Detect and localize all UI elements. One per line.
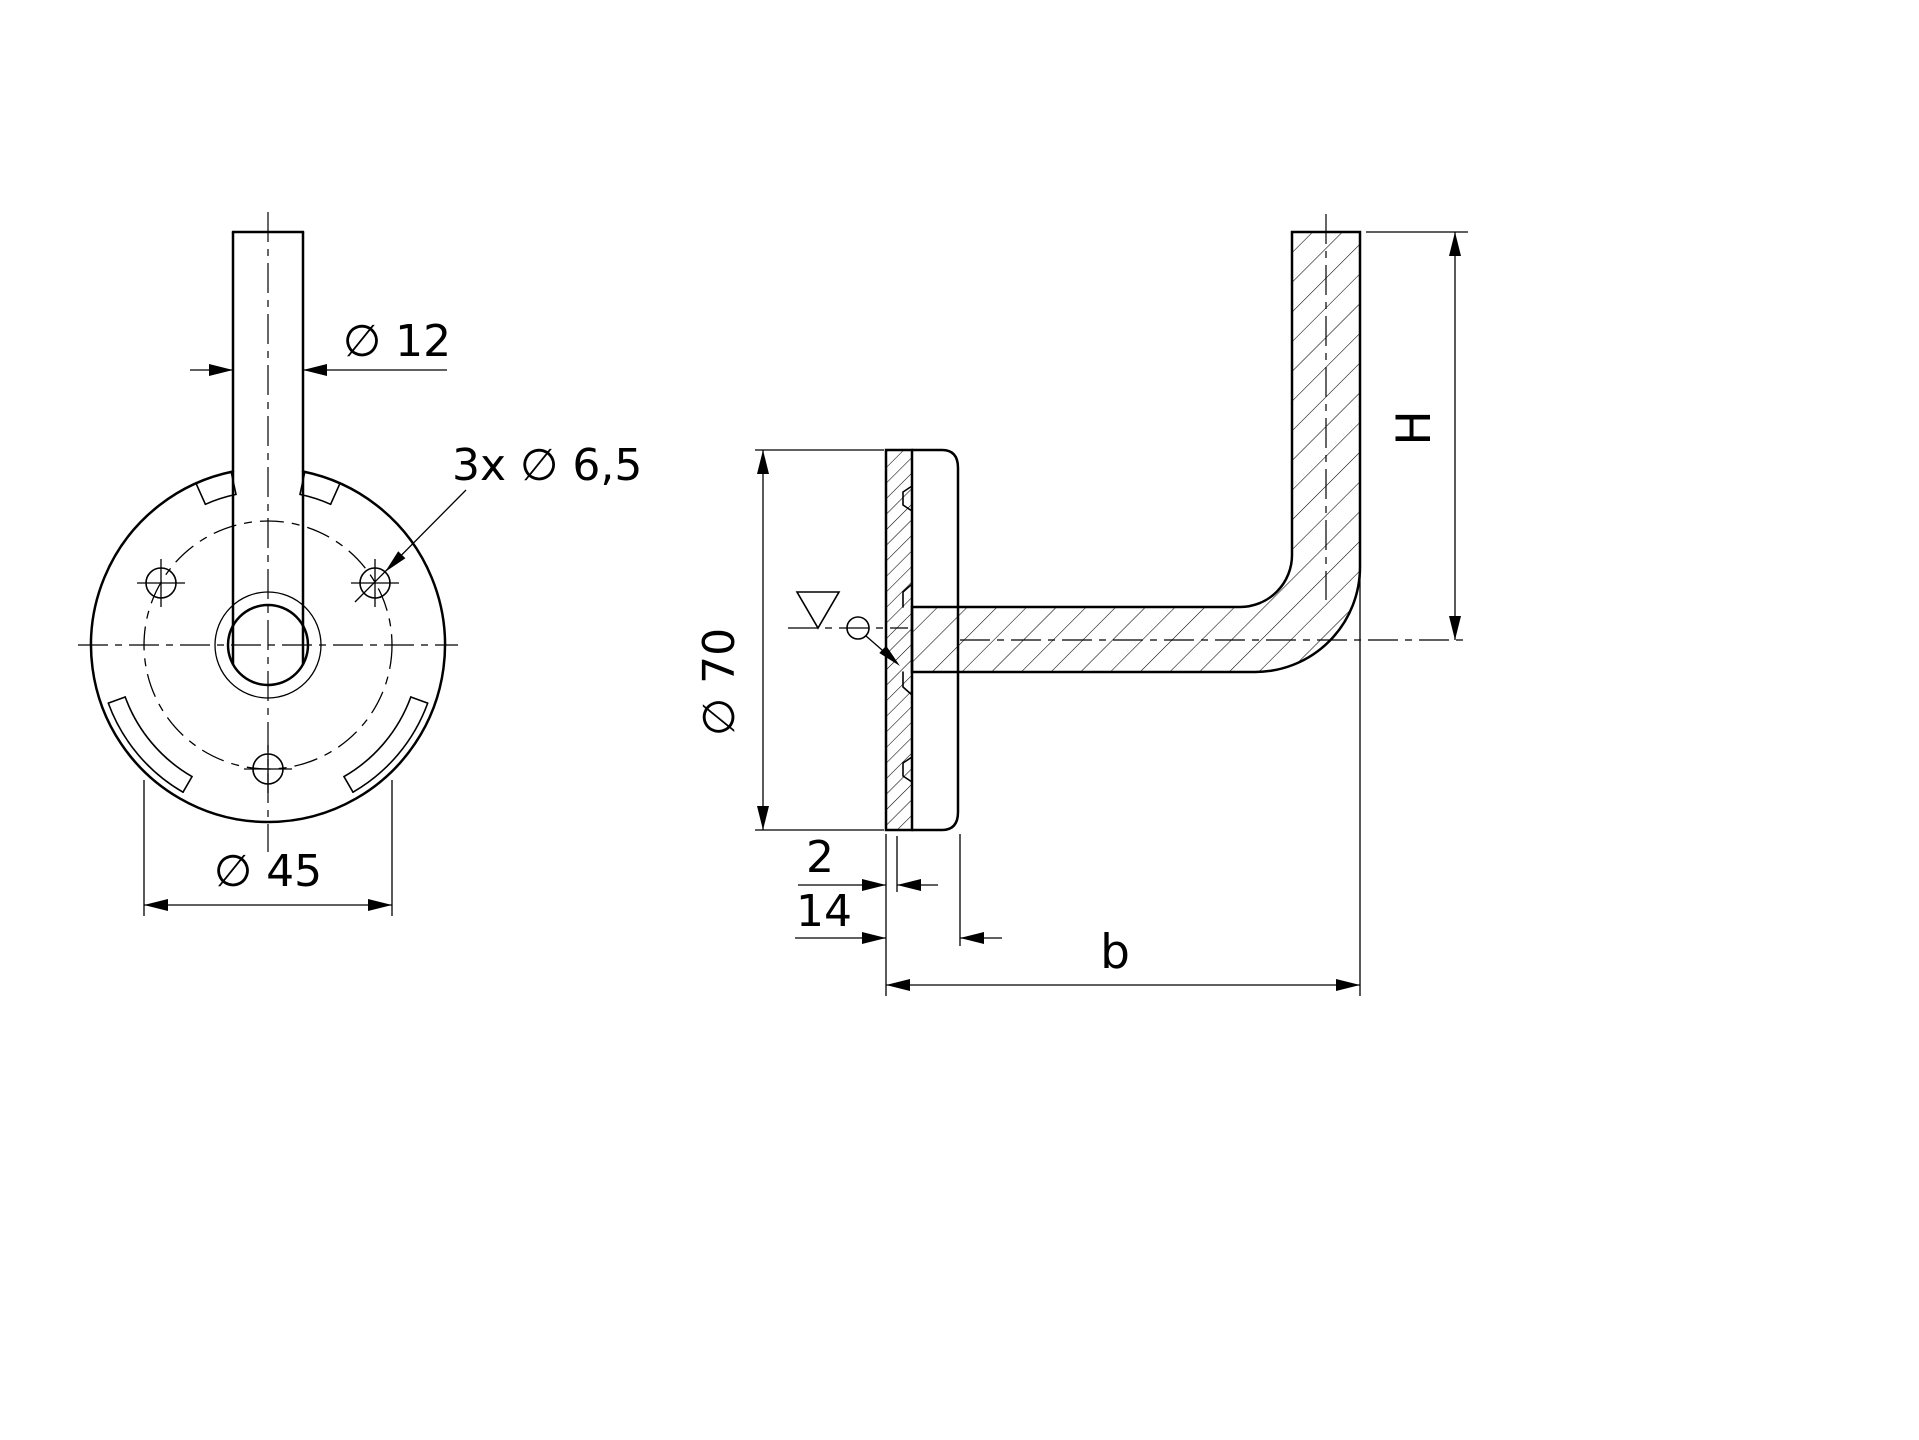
arrowhead [1449, 616, 1461, 640]
cap-tab-bottom [902, 756, 913, 783]
side-dimensions: ∅ 70 2 14 b [694, 231, 1468, 996]
screw-hole-top-right [351, 559, 399, 607]
boss-step-bottom [902, 671, 913, 696]
arrowhead [1336, 979, 1360, 991]
arrowhead [385, 551, 406, 572]
rim-notch-top-left [195, 471, 237, 506]
dimension-plate-thickness: 2 [798, 832, 938, 892]
plate-thickness-text: 2 [806, 832, 834, 883]
cap-tab-top [902, 485, 913, 512]
arrowhead [897, 879, 921, 891]
bracket-arm-section [910, 230, 1362, 674]
arrowhead [1449, 232, 1461, 256]
rim-slot-lower-left [107, 696, 193, 794]
arrowhead [960, 932, 984, 944]
screw-holes-text: 3x ∅ 6,5 [452, 440, 642, 491]
rim-slot-lower-right [343, 696, 429, 794]
arrowhead [303, 364, 327, 376]
dimension-arm-length: b [885, 575, 1361, 996]
rod-diameter-text: ∅ 12 [343, 316, 451, 367]
arrowhead [757, 450, 769, 474]
dimension-arm-height: H [1366, 231, 1468, 640]
arrowhead [879, 645, 900, 666]
arrowhead [757, 806, 769, 830]
dimension-flange-depth: 14 [795, 834, 1002, 946]
arrowhead [886, 979, 910, 991]
dimension-flange-diameter: ∅ 70 [694, 449, 884, 831]
center-hole [226, 603, 310, 687]
front-dimensions: ∅ 12 3x ∅ 6,5 ∅ 45 [143, 316, 642, 916]
flange-outer-circle [89, 470, 447, 824]
datum-triangle-symbol [795, 591, 841, 630]
front-view [78, 212, 458, 852]
arm-length-text: b [1100, 925, 1130, 980]
wall-plate-section [884, 448, 914, 832]
arrowhead [862, 932, 886, 944]
dimension-screw-holes: 3x ∅ 6,5 [354, 440, 642, 603]
arrowhead [368, 899, 392, 911]
arrowhead [144, 899, 168, 911]
arrowhead [209, 364, 233, 376]
screw-hole-bottom [244, 745, 292, 793]
rim-notch-top-right [299, 471, 341, 506]
arm-height-text: H [1387, 410, 1442, 445]
datum-circle [846, 616, 870, 640]
dimension-bolt-circle: ∅ 45 [143, 780, 393, 916]
arrowhead [862, 879, 886, 891]
boss-step-top [902, 583, 913, 608]
flange-depth-text: 14 [796, 886, 852, 937]
bolt-circle-text: ∅ 45 [214, 846, 322, 897]
dimension-rod-diameter: ∅ 12 [190, 316, 451, 376]
screw-hole-top-left [137, 559, 185, 607]
center-boss-circle [214, 591, 322, 699]
flange-diameter-text: ∅ 70 [694, 628, 745, 736]
side-view [788, 214, 1470, 832]
